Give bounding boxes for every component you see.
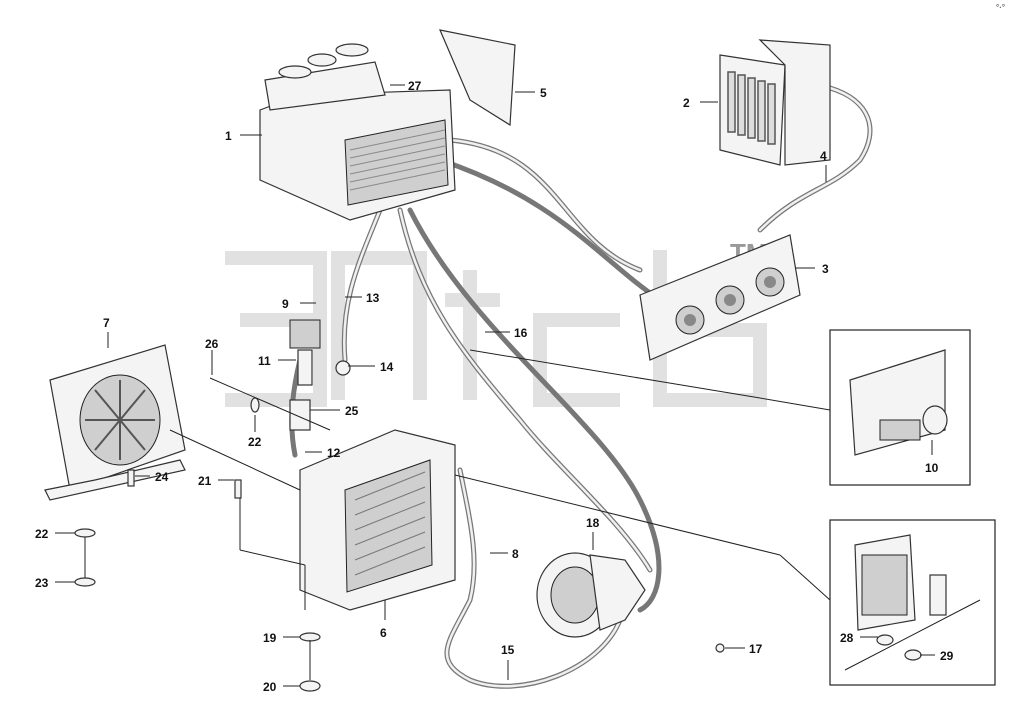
callout-2: 2: [683, 96, 690, 110]
corner-mark: °·°: [996, 3, 1005, 12]
callout-20: 20: [263, 680, 277, 694]
callout-12: 12: [327, 446, 341, 460]
compressor: [536, 552, 646, 638]
condenser-box: [299, 429, 456, 611]
callout-15: 15: [501, 643, 515, 657]
callout-8: 8: [512, 547, 519, 561]
callout-24: 24: [155, 470, 169, 484]
callout-11: 11: [258, 354, 271, 368]
callout-5: 5: [540, 86, 547, 100]
vent-unit: [719, 39, 831, 166]
callout-9: 9: [282, 297, 289, 311]
callout-17: 17: [749, 642, 763, 656]
leader-lines: [55, 84, 935, 687]
callout-26: 26: [205, 337, 219, 351]
control-panel: [639, 234, 801, 361]
callout-13: 13: [366, 291, 380, 305]
callout-18: 18: [586, 516, 600, 530]
fan-unit: [44, 344, 186, 501]
inset-10: [829, 329, 971, 486]
inset-28-29: [829, 519, 996, 686]
callout-7: 7: [103, 316, 110, 330]
callout-25: 25: [345, 404, 359, 418]
callout-labels: 1 2 3 4 5 6 7 8 9 10 11 12 13 14 15 16 1…: [35, 79, 954, 694]
callout-4: 4: [820, 149, 827, 163]
callout-14: 14: [380, 360, 394, 374]
callout-29: 29: [940, 649, 954, 663]
callout-3: 3: [822, 262, 829, 276]
callout-21: 21: [198, 474, 212, 488]
heater-unit: [259, 29, 516, 221]
callout-6: 6: [380, 626, 387, 640]
valve-parts: [209, 319, 351, 431]
hoses: [289, 85, 873, 689]
callout-28: 28: [840, 631, 854, 645]
callout-27: 27: [408, 79, 422, 93]
callout-19: 19: [263, 631, 277, 645]
callout-16: 16: [514, 326, 528, 340]
callout-10: 10: [925, 461, 939, 475]
callout-1: 1: [225, 129, 232, 143]
callout-23: 23: [35, 576, 49, 590]
callout-22b: 22: [248, 435, 262, 449]
callout-22a: 22: [35, 527, 49, 541]
